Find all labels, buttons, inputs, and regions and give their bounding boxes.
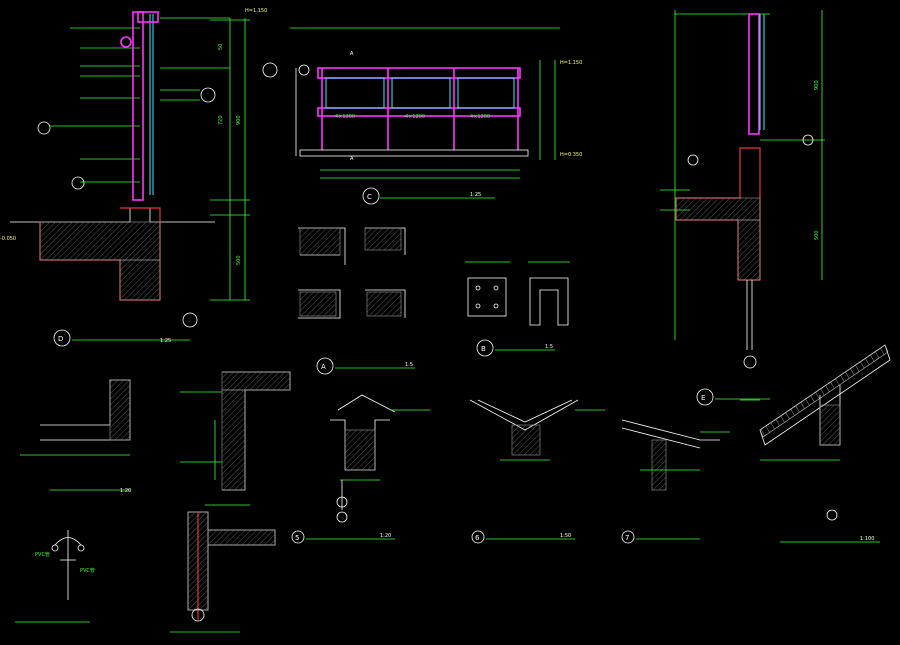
elev-left-0050: -0.050 [0, 236, 16, 242]
detail-b-bracket: B 1:5 [465, 261, 570, 357]
detail-a-corners: A 1:5 [298, 227, 415, 375]
dim-50: 50 [218, 44, 224, 50]
scale-120: 1:20 [120, 488, 131, 494]
scale-6: 1:50 [560, 533, 571, 539]
elev-left-1150: H=1.150 [245, 8, 267, 14]
section-6-marker: 6 [475, 534, 480, 542]
dim-tr-900: 900 [814, 80, 820, 90]
detail-c-railing-elevation: A A 4×1200 4×1200 4×1200 H=1.150 H=0.350… [290, 27, 582, 205]
scale-c: 1:25 [470, 192, 481, 198]
elev-top-1150: H=1.150 [560, 60, 582, 66]
section-5-marker: 5 [295, 534, 299, 542]
pvc-label-1: PVC管 [35, 551, 50, 558]
section-a-mark-bottom: A [350, 156, 354, 162]
detail-top-right-section: 900 500 [660, 10, 825, 369]
scale-e: 1:100 [860, 536, 874, 542]
detail-6-valley: 6 1:50 [469, 399, 605, 544]
detail-e-roof: E 1:100 [696, 344, 891, 543]
elev-top-0350: H=0.350 [560, 152, 582, 158]
span-label-2: 4×1200 [405, 114, 425, 120]
section-c-marker: C [367, 193, 372, 201]
section-d-marker: D [58, 335, 63, 343]
section-a-marker: A [321, 363, 326, 371]
detail-7-eave: 7 [621, 419, 730, 544]
detail-5-parapet: 5 1:20 [291, 394, 430, 544]
scale-5: 1:20 [380, 533, 391, 539]
dim-720: 720 [218, 115, 224, 125]
dim-900: 900 [236, 115, 242, 125]
section-e-marker: E [701, 394, 705, 402]
scale-b: 1:5 [545, 344, 553, 350]
section-a-mark-top: A [350, 51, 354, 57]
scale-d: 1:25 [160, 338, 171, 344]
span-label-1: 4×1200 [335, 114, 355, 120]
detail-bottom-left: 1:20 PVC管 PVC管 [15, 379, 131, 623]
detail-6-wall [170, 511, 276, 633]
dim-tr-500: 500 [814, 230, 820, 240]
detail-d-railing-section: D 1:25 H=1.150 -0.050 720 900 500 50 [0, 8, 278, 347]
dim-500: 500 [236, 255, 242, 265]
section-7-marker: 7 [625, 534, 629, 542]
span-label-3: 4×1200 [470, 114, 490, 120]
pvc-label-2: PVC管 [80, 567, 95, 574]
scale-a: 1:5 [405, 362, 413, 368]
section-b-marker: B [481, 345, 486, 353]
detail-wall-gutter [180, 371, 291, 506]
